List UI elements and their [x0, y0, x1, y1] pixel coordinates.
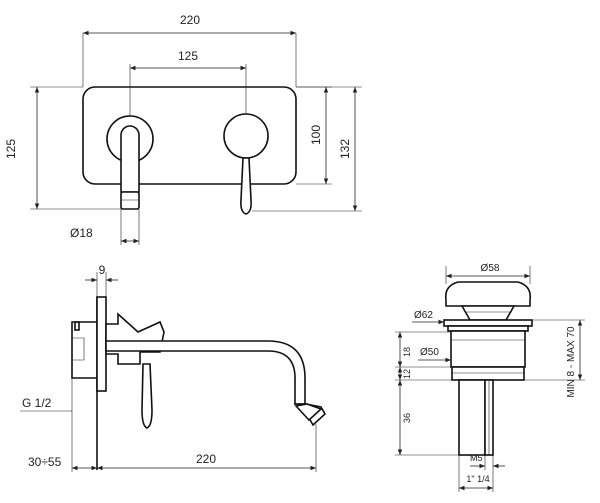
dim-label-30-55: 30÷55 [28, 455, 62, 469]
spout-aerator [120, 191, 140, 210]
dim-label-m5: M5 [470, 453, 483, 463]
dim-label-125-horizontal: 125 [178, 49, 198, 63]
dim-label-220-side: 220 [196, 452, 216, 466]
dim-label-d62: Ø62 [414, 310, 433, 321]
handle-body-side [105, 312, 165, 365]
dim-label-min-max: MIN 8 - MAX 70 [566, 326, 577, 398]
dim-label-220: 220 [180, 13, 200, 27]
dim-label-125-vertical: 125 [4, 139, 18, 159]
spout-side [105, 340, 306, 405]
dim-label-9: 9 [99, 263, 106, 277]
dim-label-d18: Ø18 [70, 226, 93, 240]
dim-label-g12: G 1/2 [22, 396, 52, 410]
spout-front [120, 125, 140, 193]
dim-label-d50: Ø50 [420, 347, 439, 358]
side-view: 9 G 1/2 30÷55 220 [20, 263, 327, 472]
front-view: 220 125 125 100 132 Ø18 [4, 13, 362, 245]
wall-plate-front [82, 86, 297, 185]
dim-label-100: 100 [309, 125, 323, 145]
wall-plate-side [96, 296, 107, 392]
waste-flange [443, 319, 533, 327]
waste-view: Ø58 Ø62 Ø50 18 12 36 MIN 8 - MAX 70 M5 [395, 263, 585, 492]
embedded-body [71, 321, 97, 379]
dim-label-132: 132 [338, 139, 352, 159]
waste-cap [444, 281, 532, 307]
waste-body [450, 330, 526, 368]
dim-label-18: 18 [402, 347, 412, 357]
dim-label-36: 36 [402, 413, 412, 423]
waste-tailpiece [458, 379, 486, 456]
waste-nut [451, 366, 525, 381]
dim-label-d58: Ø58 [481, 263, 500, 274]
mixer-handle [223, 113, 269, 159]
dim-label-thread-bottom: 1" 1/4 [466, 474, 489, 484]
handle-lever-side [141, 363, 153, 429]
dim-label-12: 12 [402, 369, 412, 379]
mixer-lever [240, 157, 252, 215]
